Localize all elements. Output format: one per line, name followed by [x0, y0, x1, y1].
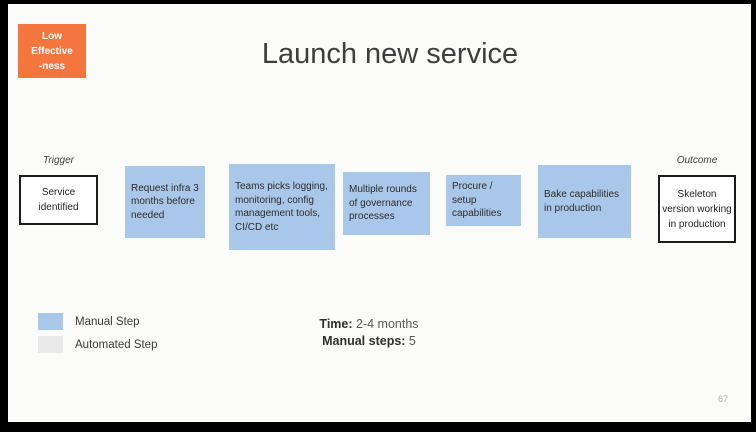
badge-line-1: Low: [42, 30, 62, 42]
badge-line-3: -ness: [38, 60, 66, 72]
trigger-label: Trigger: [43, 155, 74, 166]
step-box-request-infra: Request infra 3 months before needed: [125, 166, 205, 238]
outcome-label: Outcome: [676, 155, 718, 166]
step-text: Skeleton version working in production: [662, 188, 732, 230]
step-text: Teams picks logging, monitoring, config …: [235, 181, 328, 233]
step-box-teams-picks-tools: Teams picks logging, monitoring, config …: [229, 164, 335, 250]
step-box-governance-rounds: Multiple rounds of governance processes: [343, 172, 430, 235]
badge-line-2: Effective: [31, 45, 73, 57]
manual-steps-label: Manual steps:: [322, 334, 406, 348]
legend-item-manual: Manual Step: [38, 313, 157, 330]
step-box-skeleton-version: Skeleton version working in production: [658, 175, 736, 243]
effectiveness-badge: Low Effective -ness: [18, 24, 86, 78]
manual-steps-value: 5: [405, 334, 416, 348]
presentation-slide: Low Effective -ness Launch new service T…: [8, 4, 751, 422]
step-box-procure-setup: Procure / setup capabilities: [446, 175, 521, 226]
step-box-service-identified: Service identified: [19, 175, 98, 225]
manual-steps-stat: Manual steps: 5: [279, 333, 459, 350]
legend-label-manual: Manual Step: [75, 315, 140, 328]
time-stat-label: Time:: [319, 317, 353, 331]
legend-label-automated: Automated Step: [75, 338, 158, 351]
automated-step-swatch: [38, 336, 63, 353]
time-stat: Time: 2-4 months: [279, 316, 459, 333]
step-text: Multiple rounds of governance processes: [349, 184, 417, 223]
legend-item-automated: Automated Step: [38, 336, 157, 353]
step-text: Request infra 3 months before needed: [131, 182, 199, 221]
slide-title: Launch new service: [261, 38, 519, 70]
step-text: Service identified: [38, 187, 79, 213]
step-text: Bake capabilities in production: [544, 189, 620, 214]
page-number: 67: [717, 394, 728, 404]
step-box-bake-capabilities: Bake capabilities in production: [538, 165, 631, 238]
step-text: Procure / setup capabilities: [452, 181, 502, 220]
legend: Manual Step Automated Step: [38, 313, 157, 359]
time-stat-value: 2-4 months: [352, 317, 419, 331]
manual-step-swatch: [38, 313, 63, 330]
summary-stats: Time: 2-4 months Manual steps: 5: [279, 316, 459, 350]
